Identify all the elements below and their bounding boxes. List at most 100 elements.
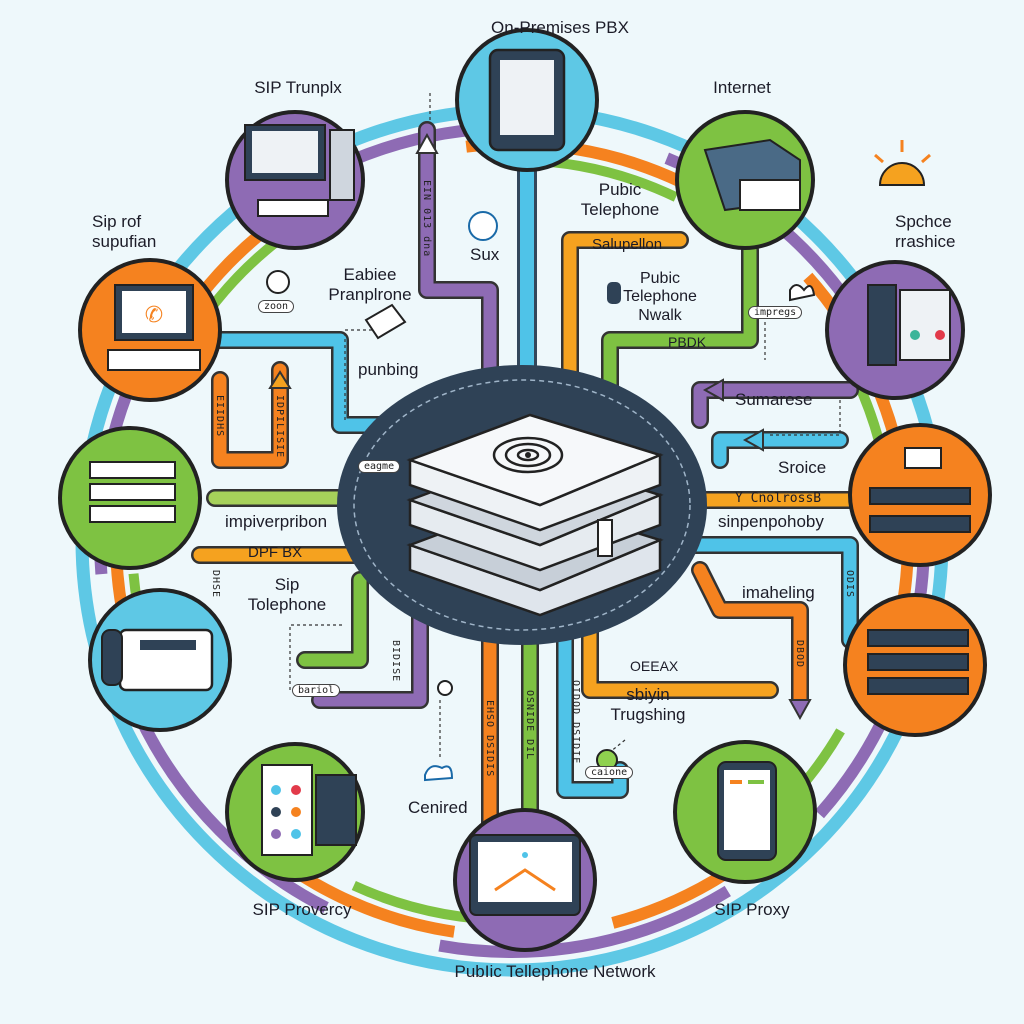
label-spchce: Spchce rrashice <box>895 212 956 251</box>
vtext-bottom-green: OSNIDE DIL <box>524 690 535 761</box>
cloud-small-icon <box>789 284 816 302</box>
node-left-mid <box>58 426 202 570</box>
wifi-icon <box>492 436 564 474</box>
label-salupellon: Salupellon <box>592 236 663 253</box>
monitor-icon <box>469 834 581 916</box>
label-imaheling: imaheling <box>742 583 815 602</box>
cloud-icon <box>424 765 454 782</box>
pipe-orange-left <box>213 363 287 467</box>
vtext-right-purple: DBOD <box>794 640 805 669</box>
label-internet: Internet <box>713 78 771 97</box>
rack-server-icon <box>867 629 969 695</box>
pipe-blue-left <box>193 333 407 432</box>
label-sip-rof: Sip rof supufian <box>92 212 157 251</box>
pipe-blue-bottom <box>558 633 627 797</box>
pipe-orange-bottom-right <box>583 623 777 697</box>
vtext-left-blue: IDPILISIE <box>274 395 285 459</box>
label-sroice: Sroice <box>778 458 827 477</box>
smartphone-icon <box>717 761 777 861</box>
desktop-computer-icon <box>244 124 355 217</box>
label-sumarese: Sumarese <box>735 390 813 409</box>
pipe-blue-right-lower <box>683 538 857 647</box>
vtext-left-orange: EIIDHS <box>214 395 225 438</box>
arrow-down-purple <box>788 699 812 721</box>
node-bottom-left <box>225 742 365 882</box>
tag-caione: caione <box>585 766 634 779</box>
vtext-right-blue: ODIS <box>844 570 855 599</box>
bell-icon <box>437 680 453 696</box>
label-dpf-bx: DPF BX <box>248 544 303 561</box>
server-layer-1-top <box>406 413 664 507</box>
tag-eagme: eagme <box>358 460 401 473</box>
label-sbiyin: sbiyin Trugshing <box>610 685 686 724</box>
label-oeeax: OEEAX <box>630 658 679 674</box>
label-sip-trunplx: SIP Trunplx <box>254 78 342 97</box>
label-cenired: Cenired <box>408 798 468 817</box>
svg-text:✆: ✆ <box>145 303 163 328</box>
tag-impregs: impregs <box>748 306 803 319</box>
node-top-right <box>675 110 815 250</box>
label-public-telephone-2: Pubic Telephone Nwalk <box>623 270 697 324</box>
tag-zoon: zoon <box>258 300 295 313</box>
arrow-left-blue <box>742 428 764 452</box>
node-bottom-right <box>673 740 817 884</box>
label-on-premises-pbx: On-Premises PBX <box>491 18 629 37</box>
diamond-icon <box>364 303 407 340</box>
vtext-center-purple: BIDISE <box>390 640 401 683</box>
hub-ring <box>353 379 691 631</box>
label-public-telephone-1: Pubic Telephone <box>580 180 660 219</box>
arrow-up-orange <box>268 370 292 389</box>
vtext-left-orange-2: DHSE <box>210 570 221 599</box>
pipe-green-small <box>298 573 367 667</box>
label-sip-provercy: SIP Provercy <box>252 900 352 919</box>
network-switch-icon <box>89 461 176 523</box>
arrow-left-purple <box>702 378 724 402</box>
pipe-orange-right-lower <box>693 563 807 707</box>
node-right-upper <box>825 260 965 400</box>
node-right-lower <box>843 593 987 737</box>
arrow-up-purple <box>415 132 439 154</box>
node-dot-icon <box>266 270 290 294</box>
pipe-purple-up <box>420 123 497 392</box>
node-left-upper: ✆ <box>78 258 222 402</box>
lock-icon <box>607 282 621 304</box>
pipe-purple-left <box>313 593 427 707</box>
vtext-bottom-orange: EHSO DSIDIS <box>484 700 495 778</box>
router-appliance-icon <box>869 447 971 533</box>
node-top-left <box>225 110 365 250</box>
pipe-orange-bottom-right-outline <box>581 621 779 699</box>
pipe-green-top <box>603 243 757 402</box>
label-sip-telephone: Sip Tolephone <box>247 575 327 614</box>
node-top <box>455 28 599 172</box>
tag-bariol: bariol <box>292 684 341 697</box>
vtext-bottom-blue: OIDOD DSIDIE <box>570 680 581 765</box>
server-stack-icon <box>406 413 664 617</box>
connector-pipes <box>191 121 859 849</box>
label-sinpenpohoby: sinpenpohoby <box>718 512 824 531</box>
label-eabiee: Eabiee Pranplrone <box>328 265 412 304</box>
node-right-mid <box>848 423 992 567</box>
computer-phone-icon: ✆ <box>107 284 201 371</box>
label-pbdk: PBDK <box>668 334 707 350</box>
vtext-up-arrow: EIN 013 dna <box>421 180 432 258</box>
label-public-telephone-network: PubIic Tellephone Network <box>454 962 656 981</box>
server-tag <box>597 519 613 557</box>
file-folder-icon <box>703 138 801 212</box>
desk-phone-icon <box>101 628 214 692</box>
dash-link-1 <box>344 329 380 420</box>
control-panel-icon <box>261 764 357 856</box>
node-left-lower <box>88 588 232 732</box>
pipe-blue-left-outline <box>191 331 409 434</box>
label-impiverpribon: impiverpribon <box>225 512 328 531</box>
label-sip-proxy: SIP Proxy <box>714 900 790 919</box>
central-hub <box>337 365 707 645</box>
pipe-blue-right <box>713 433 847 467</box>
pipe-purple-right <box>693 383 857 427</box>
pipe-orange-left-outline <box>211 361 289 469</box>
decorations <box>266 140 931 782</box>
globe-icon <box>468 211 498 241</box>
pipe-orange-top <box>563 233 687 387</box>
label-sux: Sux <box>470 245 500 264</box>
